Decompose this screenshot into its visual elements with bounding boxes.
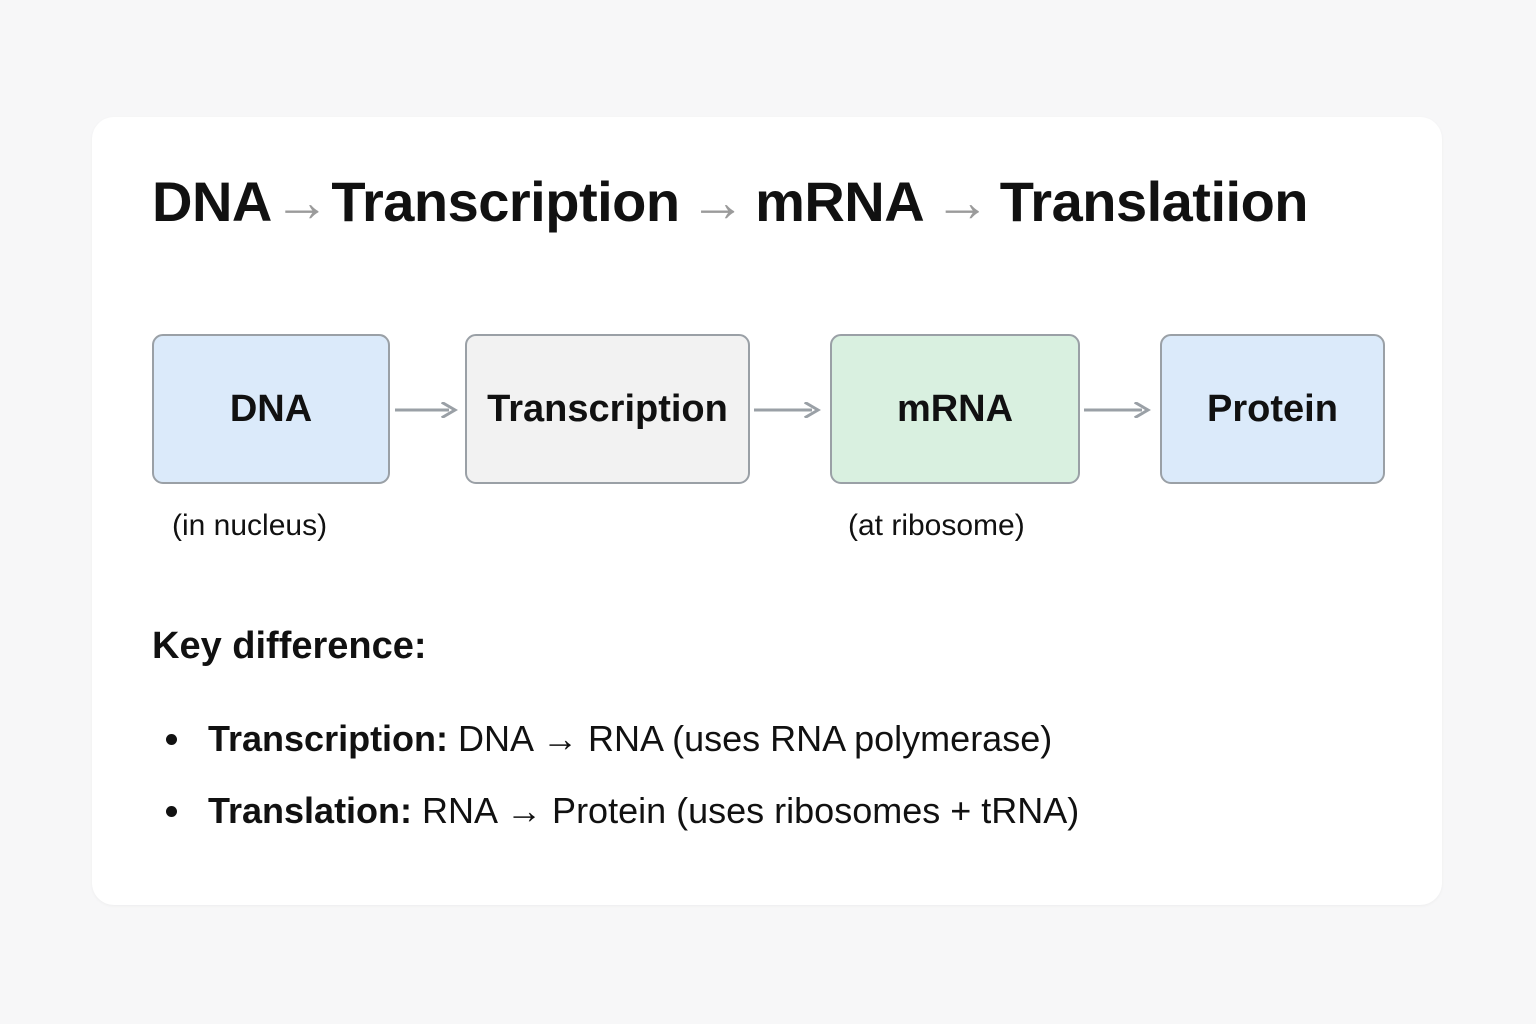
flow-node-mrna: mRNA	[830, 334, 1080, 484]
title-arrow-icon-2: →	[689, 170, 746, 233]
list-item-term: Transcription:	[208, 718, 449, 759]
list-item-detail: DNA → RNA (uses RNA polymerase)	[448, 718, 1053, 759]
content-card: DNA→Transcription→mRNA→Translatiion DNA …	[92, 117, 1442, 905]
title-segment-transcription: Transcription	[331, 170, 680, 233]
flow-diagram: DNA Transcription mRNA	[152, 334, 1392, 486]
title-arrow-icon-1: →	[273, 170, 330, 233]
title-arrow-icon-3: →	[934, 170, 990, 233]
flow-node-mrna-label: mRNA	[896, 387, 1014, 430]
caption-at-ribosome: (at ribosome)	[848, 509, 1025, 542]
flow-node-transcription: Transcription	[465, 334, 750, 484]
flow-node-dna: DNA	[152, 334, 390, 484]
flow-arrow-icon-3	[1084, 402, 1156, 418]
title-segment-dna: DNA	[152, 170, 272, 233]
title-segment-translation: Translatiion	[999, 170, 1309, 233]
list-item-term: Translation:	[208, 790, 413, 831]
flow-arrow-icon-2	[754, 402, 826, 418]
list-item: Translation: RNA → Protein (uses ribosom…	[152, 775, 1402, 847]
key-difference-heading: Key difference:	[152, 625, 427, 667]
list-item-detail: RNA → Protein (uses ribosomes + tRNA)	[412, 790, 1080, 831]
flow-node-protein: Protein	[1160, 334, 1385, 484]
list-item: Transcription: DNA → RNA (uses RNA polym…	[152, 703, 1402, 775]
flow-node-transcription-label: Transcription	[487, 387, 728, 430]
flow-node-dna-label: DNA	[229, 387, 313, 430]
page-title: DNA→Transcription→mRNA→Translatiion	[152, 170, 1309, 233]
title-segment-mrna: mRNA	[755, 170, 925, 233]
key-difference-list: Transcription: DNA → RNA (uses RNA polym…	[152, 703, 1402, 847]
bullet-dot-icon	[166, 734, 177, 745]
bullet-dot-icon	[166, 806, 177, 817]
caption-in-nucleus: (in nucleus)	[172, 509, 328, 542]
flow-node-protein-label: Protein	[1207, 387, 1338, 430]
flow-arrow-icon-1	[395, 402, 461, 418]
